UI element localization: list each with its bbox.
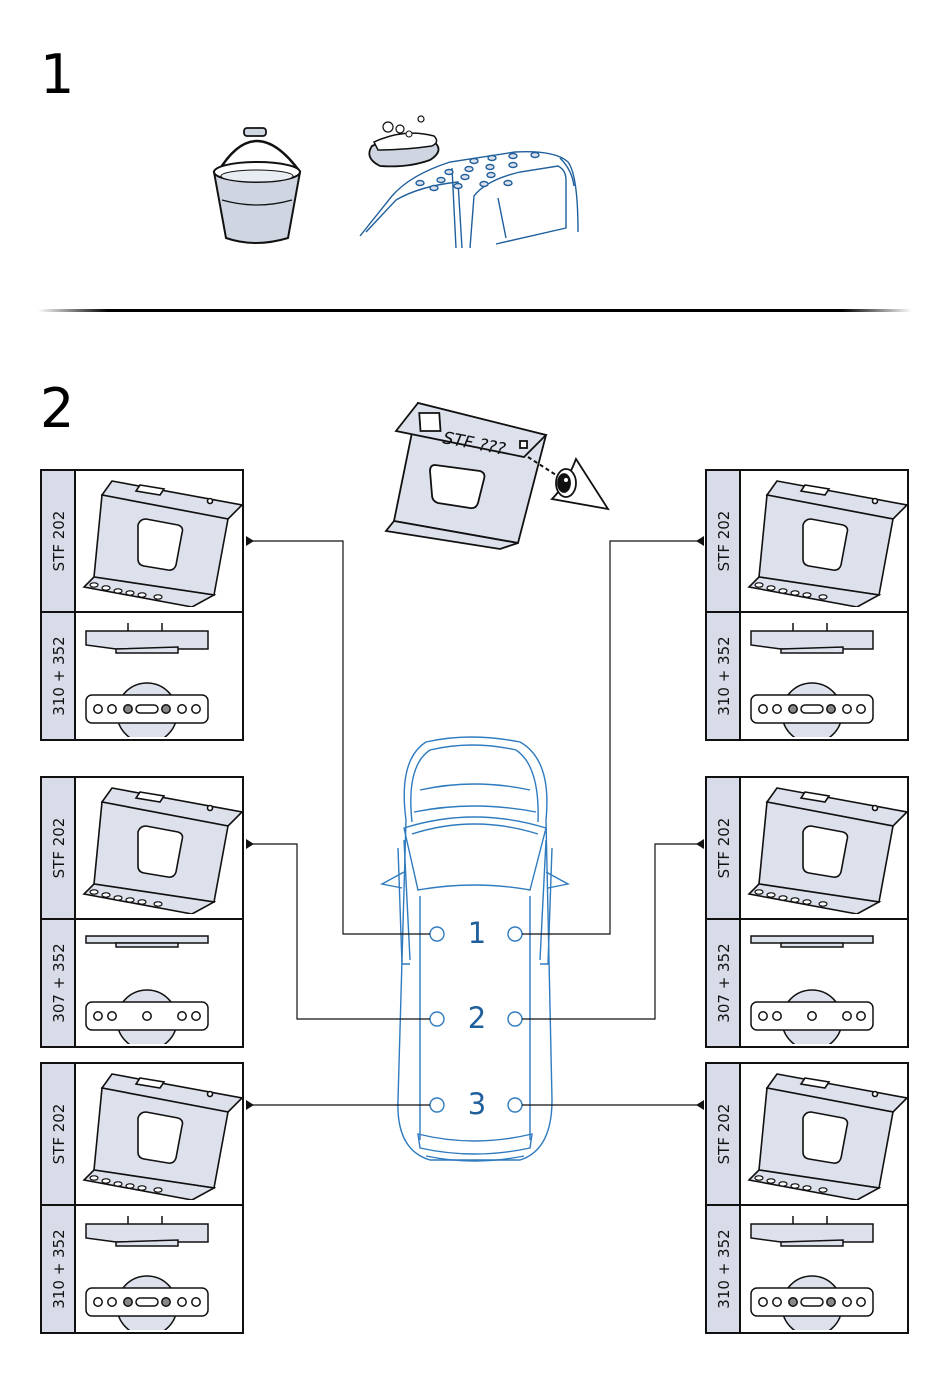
pad-side-icon [86, 623, 208, 653]
pad-side-icon [86, 1216, 208, 1246]
bracket-label-cell: STF 202 [707, 1064, 741, 1204]
parts-code-label: 310 + 352 [50, 636, 68, 715]
pad-top-icon [86, 990, 208, 1044]
pad-top-icon [751, 990, 873, 1044]
pad-parts-icon [82, 617, 242, 737]
bracket-label-cell: STF 202 [42, 778, 76, 918]
fitting-card-right-2: STF 202 307 + 352 [705, 776, 909, 1048]
pad-top-icon [86, 1276, 208, 1330]
pad-parts-icon [82, 924, 242, 1044]
foot-bracket-icon [747, 475, 907, 607]
bracket-label-cell: STF 202 [707, 471, 741, 611]
fitting-card-left-2: STF 202 307 + 352 [40, 776, 244, 1048]
pad-parts-icon [82, 1210, 242, 1330]
foot-bracket-icon [82, 475, 242, 607]
fitting-card-left-3: STF 202 310 + 352 [40, 1062, 244, 1334]
position-number-2: 2 [468, 1001, 486, 1035]
fitting-card-right-1: STF 202 310 + 352 [705, 469, 909, 741]
card-divider [42, 918, 242, 920]
pad-top-icon [751, 683, 873, 737]
bracket-label-cell: STF 202 [42, 1064, 76, 1204]
parts-code-label: 310 + 352 [715, 636, 733, 715]
foot-bracket-icon [747, 782, 907, 914]
parts-label-cell: 310 + 352 [42, 613, 76, 739]
parts-code-label: 307 + 352 [50, 943, 68, 1022]
bracket-label-cell: STF 202 [707, 778, 741, 918]
parts-label-cell: 310 + 352 [707, 1206, 741, 1332]
fitting-card-left-1: STF 202 310 + 352 [40, 469, 244, 741]
parts-code-label: 307 + 352 [715, 943, 733, 1022]
foot-bracket-icon [82, 1068, 242, 1200]
pad-side-icon [751, 1216, 873, 1246]
position-number-1: 1 [468, 916, 486, 950]
bracket-code-label: STF 202 [50, 1104, 68, 1165]
parts-label-cell: 307 + 352 [42, 920, 76, 1046]
parts-label-cell: 310 + 352 [707, 613, 741, 739]
bracket-code-label: STF 202 [50, 511, 68, 572]
pad-parts-icon [747, 617, 907, 737]
card-divider [707, 611, 907, 613]
bracket-code-label: STF 202 [715, 818, 733, 879]
bracket-label-cell: STF 202 [42, 471, 76, 611]
position-number-3: 3 [468, 1087, 486, 1121]
bracket-code-label: STF 202 [715, 1104, 733, 1165]
foot-bracket-icon [747, 1068, 907, 1200]
card-divider [42, 1204, 242, 1206]
bracket-code-label: STF 202 [50, 818, 68, 879]
pad-side-icon [751, 623, 873, 653]
card-divider [707, 918, 907, 920]
parts-code-label: 310 + 352 [50, 1229, 68, 1308]
parts-label-cell: 307 + 352 [707, 920, 741, 1046]
pad-parts-icon [747, 924, 907, 1044]
pad-parts-icon [747, 1210, 907, 1330]
pad-side-icon [751, 936, 873, 947]
foot-bracket-icon [82, 782, 242, 914]
fitting-card-right-3: STF 202 310 + 352 [705, 1062, 909, 1334]
pad-side-icon [86, 936, 208, 947]
card-divider [707, 1204, 907, 1206]
bracket-code-label: STF 202 [715, 511, 733, 572]
parts-code-label: 310 + 352 [715, 1229, 733, 1308]
pad-top-icon [751, 1276, 873, 1330]
pad-top-icon [86, 683, 208, 737]
parts-label-cell: 310 + 352 [42, 1206, 76, 1332]
card-divider [42, 611, 242, 613]
